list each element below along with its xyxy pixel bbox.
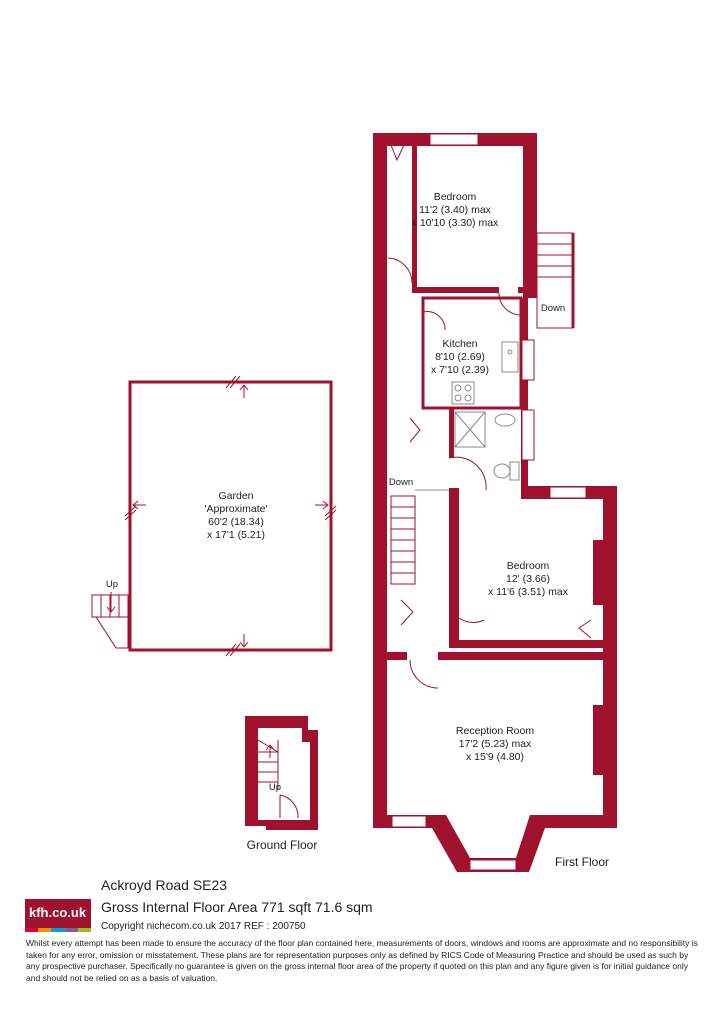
chimney-reception <box>593 705 605 775</box>
toilet <box>493 463 511 479</box>
logo-bar-3 <box>51 928 65 932</box>
logo-bar-4 <box>64 928 78 932</box>
stairs-first-floor-label: Down <box>389 477 413 488</box>
garden-dim1: 60'2 (18.34) <box>208 516 264 528</box>
window-bedroom2 <box>549 486 587 499</box>
window-bathroom <box>521 409 535 461</box>
wall-bedroom1-bottom-r <box>518 287 528 293</box>
door-kitchen <box>422 311 446 331</box>
washbasin <box>494 413 516 427</box>
door-bedroom2 <box>458 617 485 623</box>
outer-wall-left <box>373 133 387 828</box>
window-bedroom1 <box>429 133 479 146</box>
bedroom2-dim1: 12' (3.66) <box>506 573 550 585</box>
bedroom2-name: Bedroom <box>507 560 550 572</box>
door-external <box>498 292 522 316</box>
reception-dim2: x 15'9 (4.80) <box>466 751 524 763</box>
kitchen-dim1: 8'10 (2.69) <box>435 351 485 363</box>
first-floor-plan <box>373 133 617 872</box>
wall-reception-top-left <box>387 652 407 660</box>
kitchen-name: Kitchen <box>442 338 477 350</box>
bay-wall-right <box>516 815 545 872</box>
bay-window-front <box>469 859 517 871</box>
door-bathroom <box>448 456 487 491</box>
window-reception <box>391 815 427 828</box>
kfh-logo: kfh.co.uk <box>25 899 92 932</box>
wall-bedroom2-left <box>449 488 459 648</box>
chimney-bedroom2 <box>593 540 605 605</box>
bedroom1-dim2: x 10'10 (3.30) max <box>412 217 499 229</box>
bedroom2-dim2: x 11'6 (3.51) max <box>488 586 569 598</box>
ground-floor-label: Ground Floor <box>247 838 318 852</box>
wall-bathroom-left <box>449 408 454 458</box>
wall-bedroom1-bottom <box>412 287 499 293</box>
outer-wall-right-mid <box>521 298 528 494</box>
shower <box>454 411 486 448</box>
wall-reception-top <box>438 652 617 660</box>
kitchen-hob <box>451 381 475 405</box>
outer-wall-bottom-right <box>530 815 617 828</box>
bay-wall-left <box>432 815 470 872</box>
garden-dim2: x 17'1 (5.21) <box>207 529 265 541</box>
copyright: Copyright nichecom.co.uk 2017 REF : 2007… <box>101 921 306 932</box>
reception-name: Reception Room <box>456 725 534 737</box>
property-address: Ackroyd Road SE23 <box>101 877 228 893</box>
kitchen-dim2: x 7'10 (2.39) <box>431 364 489 376</box>
outer-wall-right-upper <box>523 133 537 298</box>
stairs-ground-label: Up <box>269 782 281 793</box>
bedroom1-name: Bedroom <box>434 191 477 203</box>
first-floor-label: First Floor <box>555 855 609 869</box>
gross-internal-area: Gross Internal Floor Area 771 sqft 71.6 … <box>101 899 373 915</box>
wardrobe-bedroom1 <box>390 144 405 162</box>
wall-bedroom2-bottom <box>449 640 617 648</box>
wall-bedroom1-left <box>412 146 417 291</box>
logo-bar-1 <box>25 928 39 932</box>
disclaimer: Whilst every attempt has been made to en… <box>26 938 698 983</box>
door-reception <box>409 659 439 689</box>
reception-dim1: 17'2 (5.23) max <box>459 738 532 750</box>
door-ground <box>279 794 299 819</box>
ground-floor-plan <box>245 716 318 830</box>
kitchen-sink <box>501 341 519 373</box>
door-bedroom1 <box>387 257 413 284</box>
labels: Bedroom 11'2 (3.40) max x 10'10 (3.30) m… <box>106 191 609 869</box>
logo-color-bar <box>25 928 92 932</box>
stairs-external-label: Down <box>541 303 565 314</box>
window-kitchen <box>521 339 535 381</box>
logo-bar-2 <box>38 928 52 932</box>
garden-plan <box>91 375 337 657</box>
garden-name: Garden <box>218 490 253 502</box>
logo-bar-5 <box>77 928 92 932</box>
bedroom1-dim1: 11'2 (3.40) max <box>419 204 492 216</box>
garden-sub: 'Approximate' <box>205 503 268 515</box>
stairs-garden-label: Up <box>106 579 118 590</box>
logo-text: kfh.co.uk <box>29 905 87 920</box>
